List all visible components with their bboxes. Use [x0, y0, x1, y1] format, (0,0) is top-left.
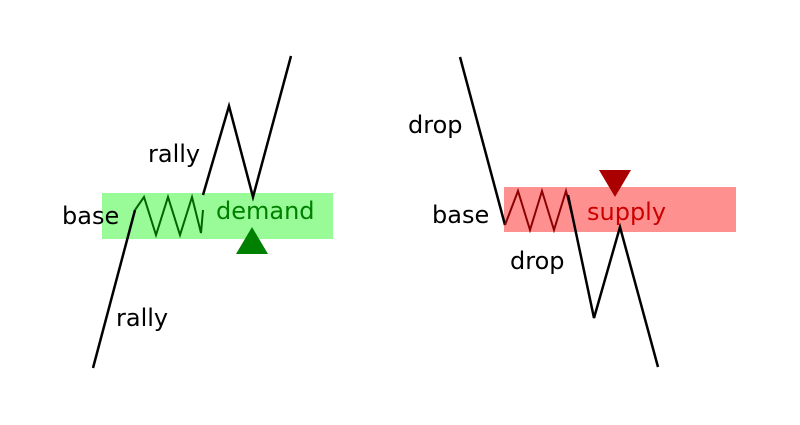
supply-base-zigzag: [504, 187, 573, 234]
supply-price-line-lower: [566, 194, 660, 368]
demand-rally-lower-label: rally: [116, 304, 168, 332]
supply-zone-label: supply: [587, 198, 666, 226]
up-triangle-icon: [236, 227, 268, 254]
down-triangle-icon: [599, 170, 631, 197]
supply-drop-lower-label: drop: [510, 247, 565, 275]
demand-price-line-upper: [201, 55, 293, 202]
supply-pattern: drop base drop supply: [408, 56, 736, 368]
demand-base-zigzag: [134, 193, 204, 239]
supply-price-line-upper: [458, 56, 507, 226]
demand-base-label: base: [62, 202, 119, 230]
supply-base-label: base: [432, 201, 489, 229]
demand-pattern: base rally rally demand: [62, 55, 333, 369]
supply-drop-upper-label: drop: [408, 111, 463, 139]
demand-price-line-lower: [91, 209, 137, 369]
demand-rally-upper-label: rally: [148, 140, 200, 168]
demand-zone-label: demand: [216, 197, 315, 225]
